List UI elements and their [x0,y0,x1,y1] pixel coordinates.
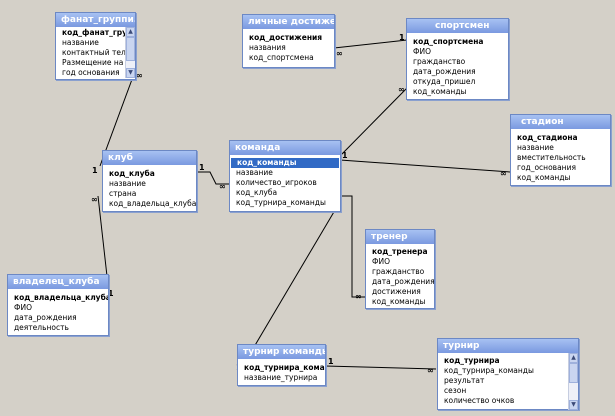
field-row[interactable]: код_владельца_клуба [14,293,108,302]
field-row[interactable]: код_владельца_клуба [109,199,196,208]
field-row[interactable]: названия [249,43,286,52]
field-row[interactable]: откуда_пришел [413,77,476,86]
rel-klub-komanda [196,171,229,185]
field-row[interactable]: название [517,143,554,152]
card-stadion-many: ∞ [500,169,507,178]
scroll-thumb[interactable] [126,37,135,61]
field-row[interactable]: год_основания [517,163,576,172]
card-klub-komanda-one: 1 [199,163,205,172]
field-row[interactable]: код_тренера [372,247,428,256]
table-title[interactable]: турнир команды [238,345,325,359]
card-klub-one: 1 [92,166,98,175]
field-row[interactable]: результат [444,376,485,385]
scroll-thumb[interactable] [569,363,578,383]
card-sportsmen-dost-one: 1 [399,33,405,42]
table-sportsmen[interactable]: спортсмен код_спортсмена ФИО гражданство… [406,18,509,100]
field-row[interactable]: ФИО [372,257,390,266]
field-row[interactable]: код_фанат_группи [62,28,126,37]
table-title[interactable]: фанат_группи... [56,13,135,27]
field-row[interactable]: код_турнира [444,356,500,365]
field-row[interactable]: гражданство [372,267,425,276]
card-trener-many: ∞ [355,292,362,301]
field-row[interactable]: год основания [62,68,120,77]
field-row[interactable]: ФИО [413,47,431,56]
table-stadion[interactable]: стадион код_стадиона название вместитель… [510,114,611,186]
field-row[interactable]: код_клуба [236,188,278,197]
card-turnirkomandy-turnir-one: 1 [328,357,334,366]
field-row[interactable]: название [109,179,146,188]
table-turnir-komandy[interactable]: турнир команды код_турнира_команды назва… [237,344,326,386]
field-row[interactable]: дата_рождения [372,277,434,286]
field-row-selected[interactable]: код_команды [231,158,339,168]
table-title[interactable]: команда [230,141,340,155]
table-title[interactable]: тренер [366,230,434,244]
table-title[interactable]: владелец_клуба [8,275,108,289]
field-row[interactable]: гражданство [413,57,466,66]
card-sportsmen-many: ∞ [398,85,405,94]
field-row[interactable]: дата_рождения [14,313,77,322]
table-vladelec[interactable]: владелец_клуба код_владельца_клуба ФИО д… [7,274,109,336]
field-row[interactable]: дата_рождения [413,67,476,76]
rel-komanda-sportsmen [339,87,408,157]
field-row[interactable]: код_турнира_команды [244,363,325,372]
scrollbar[interactable]: ▲ ▼ [125,27,135,78]
field-row[interactable]: код_команды [517,173,571,182]
rel-komanda-turnirkomandy [240,199,342,370]
rel-turnirkomandy-turnir [324,365,437,370]
field-row[interactable]: страна [109,189,137,198]
card-vladelec-one: 1 [108,289,114,298]
field-row[interactable]: код_турнира_команды [444,366,534,375]
field-row[interactable]: название [62,38,99,47]
field-row[interactable]: количество_игроков [236,178,317,187]
rel-komanda-stadion [339,159,511,173]
field-row[interactable]: сезон [444,386,467,395]
table-turnir[interactable]: турнир код_турнира код_турнира_команды р… [437,338,579,410]
field-row[interactable]: ФИО [14,303,32,312]
card-dost-many: ∞ [336,49,343,58]
rel-dost-sportsmen [333,39,408,49]
field-row[interactable]: код_команды [372,297,426,306]
field-row[interactable]: контактный телеф [62,48,126,57]
field-row[interactable]: код_турнира_команды [236,198,326,207]
table-klub[interactable]: клуб код_клуба название страна код_владе… [102,150,197,212]
table-title[interactable]: спортсмен [407,19,508,33]
field-row[interactable]: код_клуба [109,169,155,178]
field-row[interactable]: вместительность [517,153,586,162]
field-row[interactable]: код_спортсмена [413,37,484,46]
field-row[interactable]: количество очков [444,396,515,405]
card-komanda-sportsmen-one: 1 [342,151,348,160]
scroll-down-icon[interactable]: ▼ [569,400,578,410]
scrollbar[interactable]: ▲ ▼ [568,353,578,410]
card-fanat-many: ∞ [136,71,143,80]
table-dost[interactable]: личные достиже... код_достижения названи… [242,14,335,68]
field-row[interactable]: достижения [372,287,421,296]
table-title[interactable]: турнир [438,339,578,353]
scroll-down-icon[interactable]: ▼ [126,68,135,78]
field-row[interactable]: Размещение на ст [62,58,126,67]
table-title[interactable]: клуб [103,151,196,165]
card-klub-vladelec-many: ∞ [91,195,98,204]
rel-komanda-trener [340,195,366,298]
field-row[interactable]: название_турнира [244,373,318,382]
field-row[interactable]: код_спортсмена [249,53,314,62]
field-row[interactable]: деятельность [14,323,69,332]
scroll-up-icon[interactable]: ▲ [126,27,135,37]
scroll-up-icon[interactable]: ▲ [569,353,578,363]
card-turnir-many: ∞ [427,366,434,375]
field-row[interactable]: код_достижения [249,33,323,42]
table-title[interactable]: стадион [511,115,610,129]
field-row[interactable]: код_команды [413,87,467,96]
field-row[interactable]: название [236,168,273,177]
table-trener[interactable]: тренер код_тренера ФИО гражданство дата_… [365,229,435,309]
card-komanda-klub-many: ∞ [219,182,226,191]
table-title[interactable]: личные достиже... [243,15,334,29]
field-row[interactable]: код_стадиона [517,133,578,142]
table-komanda[interactable]: команда код_команды название количество_… [229,140,341,212]
table-fanat[interactable]: фанат_группи... код_фанат_группи названи… [55,12,136,80]
